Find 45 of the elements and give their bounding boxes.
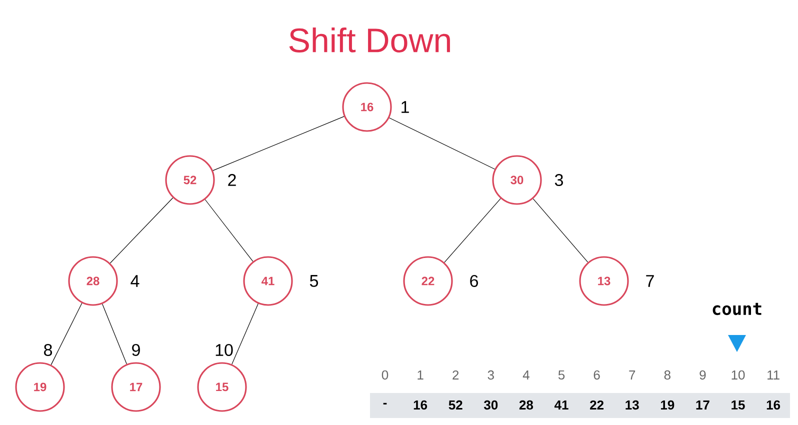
tree-edge: [232, 303, 258, 365]
array-value: 52: [448, 400, 462, 410]
index-label: 5: [310, 275, 318, 287]
index-label: 4: [130, 275, 140, 287]
index-label: 3: [554, 174, 563, 186]
index-label: 8: [44, 344, 52, 356]
array-index: 1: [418, 370, 424, 380]
tree-edge: [204, 199, 254, 262]
array-index: 3: [488, 370, 494, 380]
tree-edge: [389, 118, 495, 170]
index-label: 7: [646, 275, 654, 287]
index-label: 1: [402, 101, 409, 113]
array-value: -: [383, 402, 387, 404]
title: Shift Down: [289, 28, 450, 52]
array-index: 11: [768, 370, 780, 380]
array-value: 13: [626, 400, 639, 410]
array-index: 4: [522, 370, 530, 380]
array-value: 30: [484, 400, 498, 410]
array-index: 6: [594, 370, 600, 380]
tree-edge: [532, 198, 588, 262]
array-index: 5: [558, 370, 565, 380]
count-label: count: [712, 302, 762, 316]
array-value: 22: [590, 400, 604, 410]
array-index: 7: [629, 370, 636, 380]
array-value: 41: [554, 400, 568, 410]
array-value: 16: [766, 400, 780, 410]
tree-edge: [110, 198, 174, 264]
array-index: 8: [664, 370, 670, 380]
array-index: 10: [732, 370, 745, 380]
tree-edge: [102, 304, 127, 364]
array-index: 0: [382, 370, 388, 380]
array-value: 15: [732, 400, 745, 410]
tree-edge: [212, 116, 344, 171]
array-index: 2: [452, 370, 459, 380]
tree-edge: [50, 302, 82, 366]
tree-edge: [444, 198, 501, 263]
index-label: 10: [216, 344, 233, 356]
array-index: 9: [700, 370, 706, 380]
array-value: 19: [660, 400, 674, 410]
index-label: 2: [228, 174, 236, 186]
array-value: 17: [696, 400, 710, 410]
array-value: 16: [414, 400, 428, 410]
index-label: 9: [132, 344, 140, 356]
index-label: 6: [470, 274, 478, 288]
array-value: 28: [519, 400, 534, 410]
